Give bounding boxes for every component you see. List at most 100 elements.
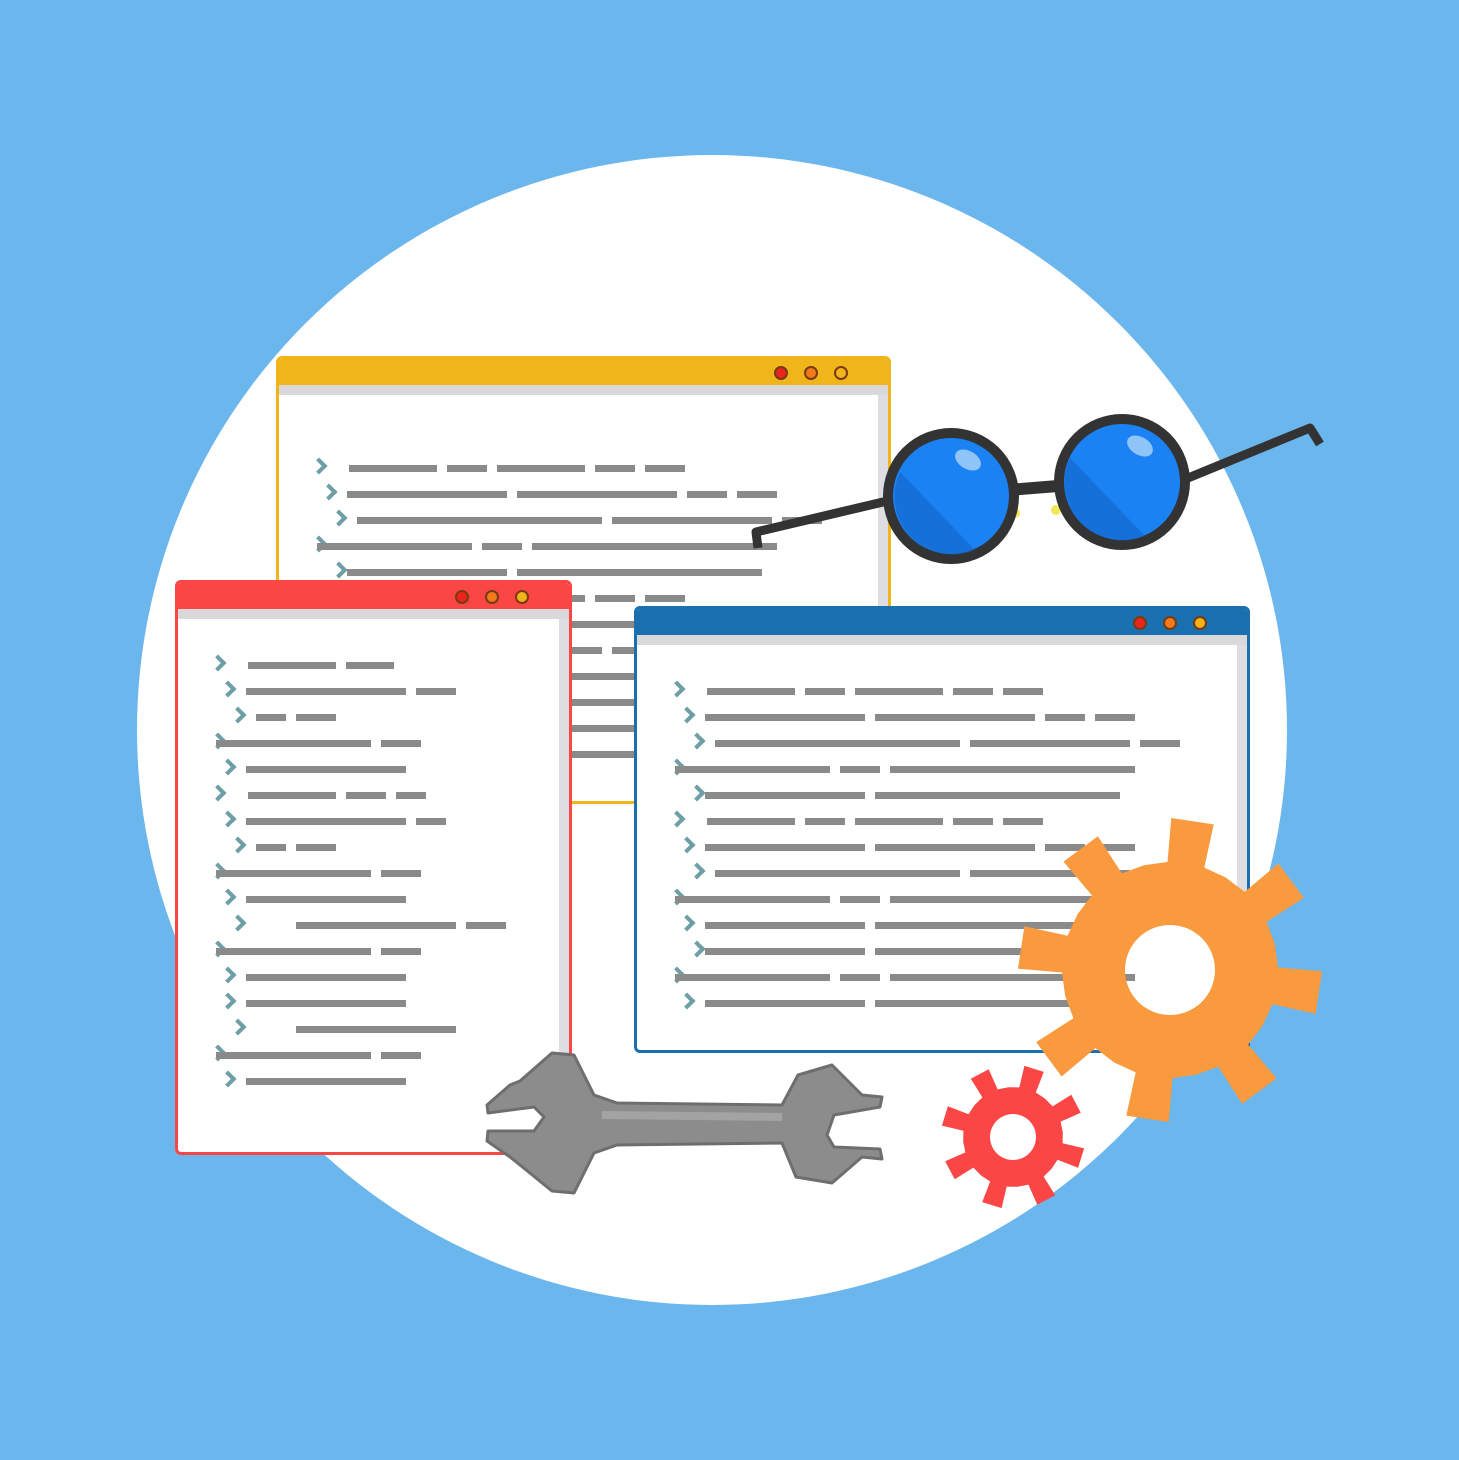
code-window-red: [175, 580, 572, 1155]
code-token: [705, 948, 865, 955]
code-token: [875, 1000, 1120, 1007]
code-window-blue: [634, 606, 1250, 1053]
chevron-right-icon: [219, 888, 237, 906]
maximize-icon[interactable]: [515, 590, 529, 604]
code-token: [875, 792, 1120, 799]
code-token: [1140, 740, 1180, 747]
window-scrollbar[interactable]: [1237, 645, 1247, 1050]
code-token: [246, 1078, 406, 1085]
code-line: [178, 938, 559, 964]
code-token: [675, 974, 830, 981]
window-scrollbar[interactable]: [878, 395, 888, 801]
code-token: [840, 766, 880, 773]
code-token: [497, 465, 585, 472]
window-tabstrip: [279, 385, 888, 395]
code-token: [466, 922, 506, 929]
code-token: [216, 948, 371, 955]
code-line: [178, 834, 559, 860]
maximize-icon[interactable]: [1193, 616, 1207, 630]
code-token: [875, 948, 1120, 955]
code-token: [1095, 714, 1135, 721]
code-line: [178, 730, 559, 756]
code-token: [482, 543, 522, 550]
code-line: [279, 455, 878, 481]
chevron-right-icon: [688, 862, 706, 880]
code-token: [855, 818, 943, 825]
code-line: [178, 1016, 559, 1042]
chevron-right-icon: [209, 654, 227, 672]
minimize-icon[interactable]: [485, 590, 499, 604]
window-scrollbar[interactable]: [559, 619, 569, 1152]
code-token: [216, 740, 371, 747]
code-token: [416, 688, 456, 695]
chevron-right-icon: [219, 966, 237, 984]
chevron-right-icon: [229, 836, 247, 854]
code-token: [216, 870, 371, 877]
chevron-right-icon: [219, 1070, 237, 1088]
close-icon[interactable]: [455, 590, 469, 604]
code-token: [256, 714, 286, 721]
gear-shape: [941, 1065, 1085, 1209]
maximize-icon[interactable]: [834, 366, 848, 380]
code-line: [178, 808, 559, 834]
code-line: [178, 1068, 559, 1094]
chevron-right-icon: [668, 810, 686, 828]
code-token: [296, 1026, 456, 1033]
code-token: [447, 465, 487, 472]
chevron-right-icon: [320, 483, 338, 501]
chevron-right-icon: [310, 457, 328, 475]
code-area: [178, 619, 559, 1152]
chevron-right-icon: [678, 914, 696, 932]
code-line: [637, 756, 1237, 782]
code-line: [178, 1042, 559, 1068]
code-token: [216, 1052, 371, 1059]
code-line: [637, 964, 1237, 990]
close-icon[interactable]: [1133, 616, 1147, 630]
code-token: [705, 922, 865, 929]
code-area: [637, 645, 1237, 1050]
code-token: [396, 792, 426, 799]
code-token: [612, 517, 772, 524]
code-line: [637, 938, 1237, 964]
code-token: [517, 569, 762, 576]
code-token: [875, 922, 1120, 929]
code-token: [381, 1052, 421, 1059]
code-line: [178, 912, 559, 938]
code-token: [737, 491, 777, 498]
code-token: [381, 948, 421, 955]
code-token: [875, 714, 1035, 721]
glasses-icon: [751, 414, 1324, 564]
code-token: [595, 465, 635, 472]
code-token: [246, 974, 406, 981]
code-token: [349, 465, 437, 472]
code-line: [178, 704, 559, 730]
chevron-right-icon: [668, 680, 686, 698]
close-icon[interactable]: [774, 366, 788, 380]
code-token: [1045, 714, 1085, 721]
code-token: [1003, 818, 1043, 825]
code-line: [178, 782, 559, 808]
code-token: [296, 714, 336, 721]
minimize-icon[interactable]: [804, 366, 818, 380]
code-token: [357, 517, 602, 524]
code-line: [178, 678, 559, 704]
gear-shape: [1018, 818, 1322, 1122]
chevron-right-icon: [229, 706, 247, 724]
code-token: [705, 792, 865, 799]
code-line: [178, 886, 559, 912]
chevron-right-icon: [688, 784, 706, 802]
code-line: [178, 964, 559, 990]
code-token: [970, 740, 1130, 747]
code-token: [953, 688, 993, 695]
code-token: [890, 766, 1135, 773]
code-token: [687, 491, 727, 498]
window-tabstrip: [178, 609, 569, 619]
chevron-right-icon: [219, 680, 237, 698]
minimize-icon[interactable]: [1163, 616, 1177, 630]
window-titlebar: [279, 359, 888, 385]
code-token: [346, 792, 386, 799]
code-line: [637, 704, 1237, 730]
code-line: [637, 990, 1237, 1016]
code-token: [517, 621, 677, 628]
code-token: [347, 491, 507, 498]
